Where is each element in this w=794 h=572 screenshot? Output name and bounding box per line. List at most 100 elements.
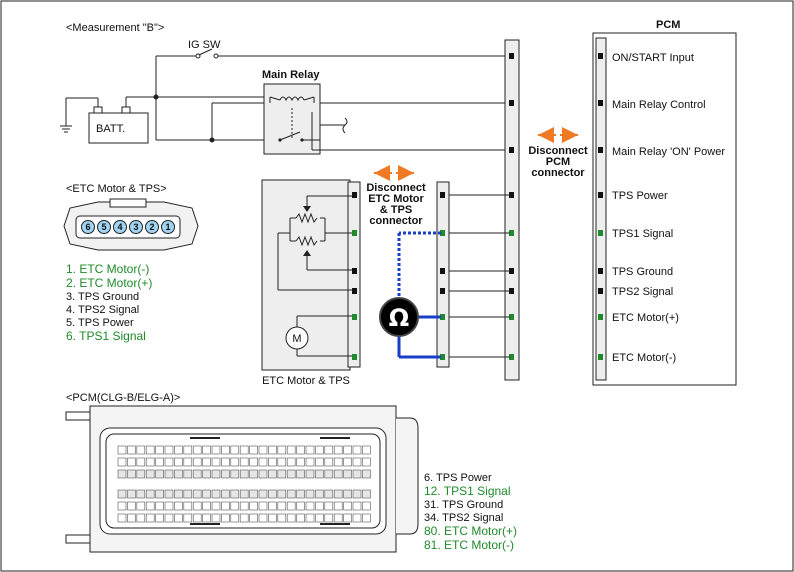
pcm-pin-cell (127, 501, 136, 511)
pcm-pin-cell (145, 445, 155, 455)
pcm-pin-label: TPS Ground (612, 266, 673, 278)
pcm-pin-cell (155, 501, 164, 511)
pcm-legend-item: 34. TPS2 Signal (424, 512, 503, 524)
pcm-pin-cell (277, 513, 287, 523)
pcm-connector-face: <PCM(CLG-B/ELG-A)> (65, 392, 419, 553)
etc-legend-item: 3. TPS Ground (66, 291, 139, 303)
pcm-pin-cell (230, 489, 240, 499)
pcm-pin-cell (230, 501, 240, 511)
etc-legend-item: 6. TPS1 Signal (66, 329, 146, 343)
disconnect-pcm-line2: PCM (546, 156, 570, 168)
pcm-pin-cell (343, 501, 352, 511)
pcm-pin-label: ETC Motor(-) (612, 352, 676, 364)
pcm-pin-cell (352, 513, 362, 523)
pcm-pin-cell (183, 457, 193, 467)
pcm-pin-cell (136, 457, 146, 467)
disconnect-etc-line4: connector (369, 215, 423, 227)
pcm-pin-cell (183, 469, 193, 479)
pcm-pin-cell (145, 501, 155, 511)
pcm-pin-cell (343, 489, 352, 499)
battery-symbol: BATT. (60, 96, 156, 144)
pcm-pin-cell (221, 489, 230, 499)
pcm-pin-cell (249, 489, 258, 499)
pcm-pin-cell (211, 501, 221, 511)
relay-coil (279, 96, 305, 102)
motor-letter: M (292, 333, 301, 345)
pcm-pin-cell (239, 445, 249, 455)
pcm-pin-cell (145, 469, 155, 479)
disconnect-pcm-line1: Disconnect (528, 145, 588, 157)
pcm-pin-cell (296, 445, 305, 455)
disconnect-etc-line1: Disconnect (366, 182, 426, 194)
pcm-pin-cell (221, 469, 230, 479)
pcm-pin-cell (324, 501, 334, 511)
pcm-pin-cell (230, 445, 240, 455)
main-relay-label: Main Relay (262, 69, 320, 81)
etc-legend-item: 2. ETC Motor(+) (66, 276, 152, 290)
pcm-pin-label: Main Relay Control (612, 99, 706, 111)
pcm-connector-title: <PCM(CLG-B/ELG-A)> (66, 392, 180, 404)
pcm-pin-cell (202, 501, 211, 511)
pcm-pin-cell (164, 513, 174, 523)
pcm-pin-label: TPS2 Signal (612, 286, 673, 298)
pcm-pin-cell (136, 469, 146, 479)
pcm-pin-cell (343, 469, 352, 479)
pcm-pin-cell (258, 501, 268, 511)
pcm-pin-cell (239, 501, 249, 511)
pcm-pin-label: ETC Motor(+) (612, 312, 679, 324)
pcm-pin-cell (286, 469, 296, 479)
etc-legend: 1. ETC Motor(-) 2. ETC Motor(+) 3. TPS G… (66, 262, 152, 343)
pcm-pin-cell (343, 457, 352, 467)
pcm-pin-cell (192, 513, 202, 523)
pcm-pin-cell (258, 489, 268, 499)
battery-label: BATT. (96, 123, 125, 135)
pcm-pin-cell (183, 501, 193, 511)
pcm-pin-cell (211, 513, 221, 523)
pcm-pin-cell (286, 501, 296, 511)
pcm-pin-cell (277, 445, 287, 455)
pcm-legend-item: 31. TPS Ground (424, 499, 503, 511)
pcm-pin-cell (362, 457, 371, 467)
pcm-pin-cell (183, 445, 193, 455)
pcm-pin-cell (352, 445, 362, 455)
pcm-pin-cell (324, 513, 334, 523)
pcm-pin-cell (362, 469, 371, 479)
pcm-pin-grid (117, 437, 371, 525)
etc-pin-number: 3 (133, 222, 138, 232)
pcm-pin-cell (315, 489, 324, 499)
pcm-pin-strip (595, 37, 607, 381)
pcm-pin-cell (324, 469, 334, 479)
pcm-pin-cell (221, 501, 230, 511)
pcm-legend-item: 80. ETC Motor(+) (424, 524, 517, 538)
pcm-pin-cell (305, 457, 315, 467)
pcm-pin-cell (324, 489, 334, 499)
pcm-pin-cell (352, 501, 362, 511)
etc-pin-number: 1 (165, 222, 170, 232)
ig-switch: IG SW (156, 39, 510, 59)
pcm-pin-cell (211, 445, 221, 455)
pcm-pin-cell (249, 469, 258, 479)
pcm-legend-item: 6. TPS Power (424, 472, 492, 484)
pcm-pin-cell (268, 513, 277, 523)
pcm-pin-cell (296, 457, 305, 467)
pcm-pin-cell (277, 501, 287, 511)
pcm-pin-cell (249, 513, 258, 523)
pcm-pin-cell (221, 513, 230, 523)
pcm-pin-cell (333, 469, 343, 479)
pcm-pin-cell (268, 457, 277, 467)
pcm-pin-cell (221, 445, 230, 455)
pcm-pin-cell (155, 489, 164, 499)
pcm-legend-item: 12. TPS1 Signal (424, 484, 511, 498)
etc-legend-item: 1. ETC Motor(-) (66, 262, 149, 276)
pcm-pin-cell (333, 501, 343, 511)
disconnect-etc-callout: Disconnect ETC Motor & TPS connector (366, 165, 426, 227)
pcm-pin-cell (145, 513, 155, 523)
pcm-pin-cell (296, 489, 305, 499)
etc-pin-number: 5 (101, 222, 106, 232)
pcm-pin-cell (174, 513, 183, 523)
pcm-pin-cell (230, 469, 240, 479)
pcm-pin-cell (343, 445, 352, 455)
pcm-box (592, 32, 737, 386)
pcm-legend-item: 81. ETC Motor(-) (424, 538, 514, 552)
pcm-pin-cell (127, 513, 136, 523)
